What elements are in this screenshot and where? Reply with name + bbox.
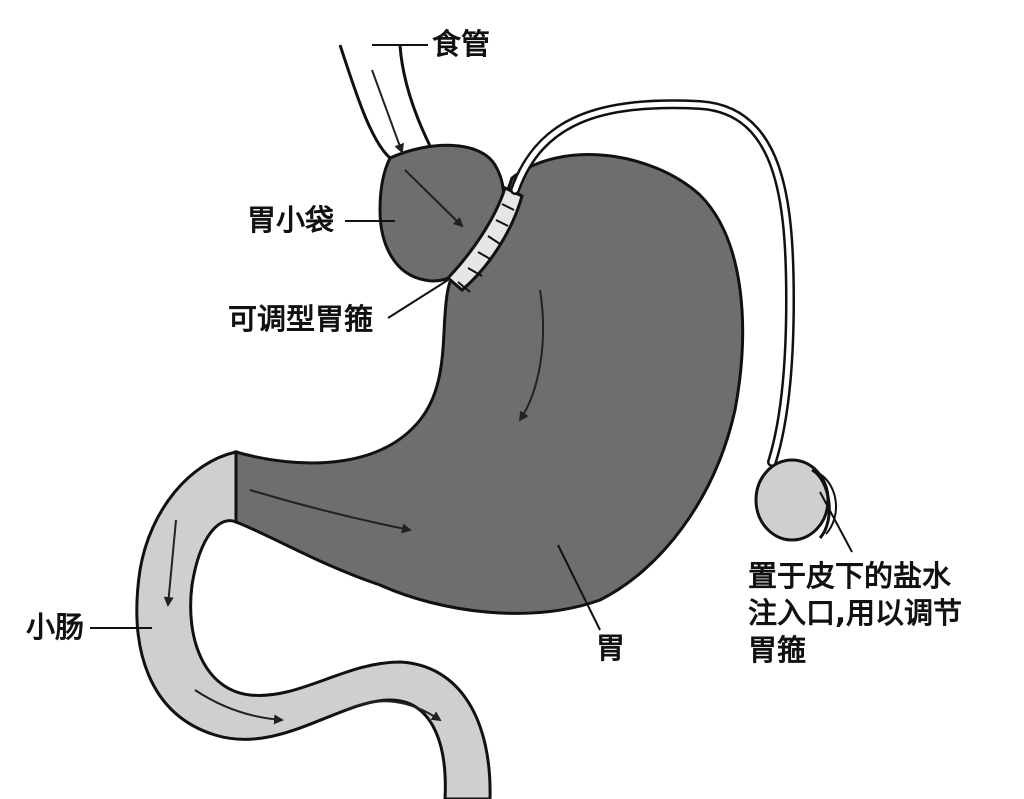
label-saline-port-line3: 胃箍 [748, 633, 807, 668]
flow-arrow-intestine-2 [194, 689, 284, 725]
label-saline-port-line2: 注入口,用以调节 [748, 596, 963, 631]
adjustable-band [445, 185, 524, 292]
leader-band [387, 279, 449, 319]
label-gastric-pouch: 胃小袋 [247, 203, 335, 237]
flow-arrow-intestine-3 [344, 700, 442, 722]
stomach [234, 153, 745, 615]
leader-port [819, 491, 853, 553]
label-esophagus: 食管 [432, 27, 491, 61]
label-stomach: 胃 [596, 631, 626, 665]
saline-port-cap [811, 468, 831, 539]
flow-arrow-esophagus [371, 69, 404, 154]
band-tube-inner [512, 101, 793, 465]
esophagus [338, 44, 435, 160]
flow-arrow-pouch [404, 169, 464, 228]
leader-stomach [557, 544, 601, 631]
label-saline-port: 置于皮下的盐水 注入口,用以调节 胃箍 [748, 558, 962, 669]
flow-arrow-stomach [518, 289, 545, 422]
label-saline-port-line1: 置于皮下的盐水 [748, 559, 952, 593]
flow-arrow-intestine-1 [163, 519, 177, 607]
band-segment-lines [457, 203, 515, 293]
label-small-intestine: 小肠 [26, 610, 85, 644]
label-adjustable-band: 可调型胃箍 [228, 302, 374, 336]
flow-arrow-stomach-2 [249, 489, 412, 534]
